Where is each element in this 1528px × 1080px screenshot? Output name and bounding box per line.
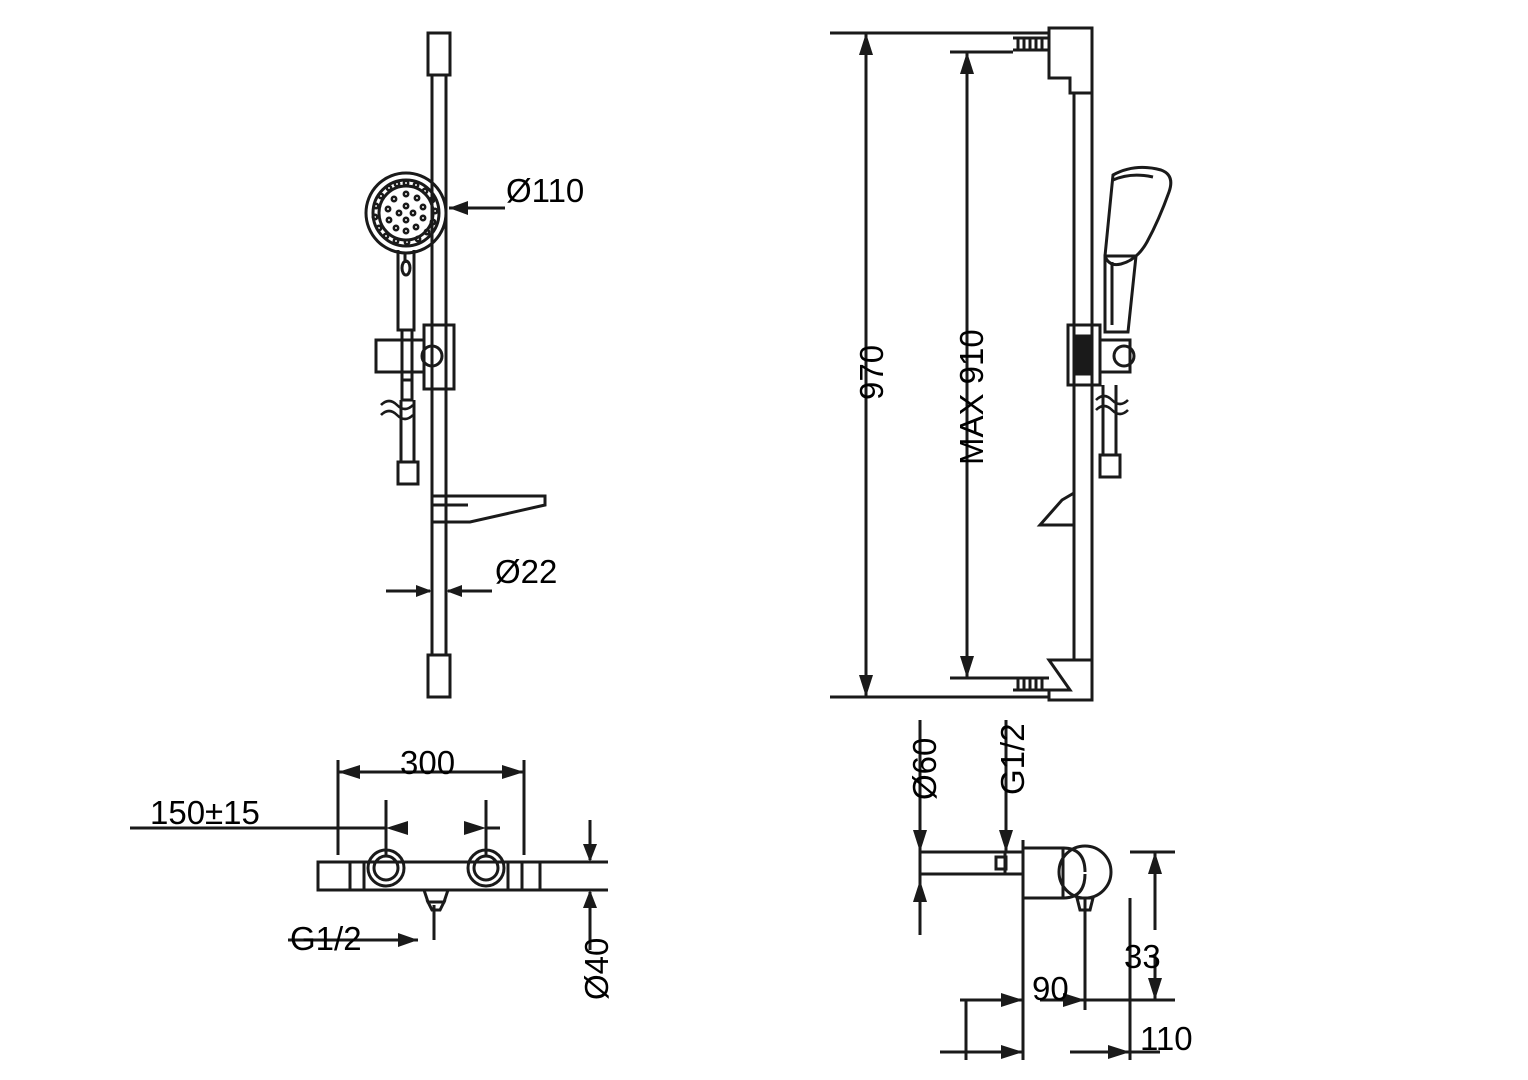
dimension-lines-side-view [830, 31, 1049, 699]
dim-cover-diameter: Ø60 [906, 737, 943, 800]
dim-total-height: 970 [853, 344, 890, 400]
dim-thread-top: G1/2 [994, 723, 1031, 795]
dim-max-height: MAX 910 [953, 329, 990, 465]
dim-head-diameter: Ø110 [506, 172, 585, 209]
dim-projection-33: 33 [1124, 938, 1161, 975]
front-view-mixer [130, 760, 608, 950]
side-view-shower-rail [1013, 26, 1173, 702]
dim-mixer-body-diameter: Ø40 [578, 937, 615, 1000]
front-view-shower-rail [364, 31, 547, 699]
dim-rail-diameter: Ø22 [495, 553, 558, 590]
dim-projection-110: 110 [1140, 1020, 1193, 1057]
dim-projection-90: 90 [1032, 970, 1069, 1007]
dim-mixer-width: 300 [400, 744, 456, 781]
dim-mixer-thread: G1/2 [290, 920, 362, 957]
side-view-mixer [913, 720, 1175, 1060]
dim-mixer-centers: 150±15 [150, 794, 260, 831]
